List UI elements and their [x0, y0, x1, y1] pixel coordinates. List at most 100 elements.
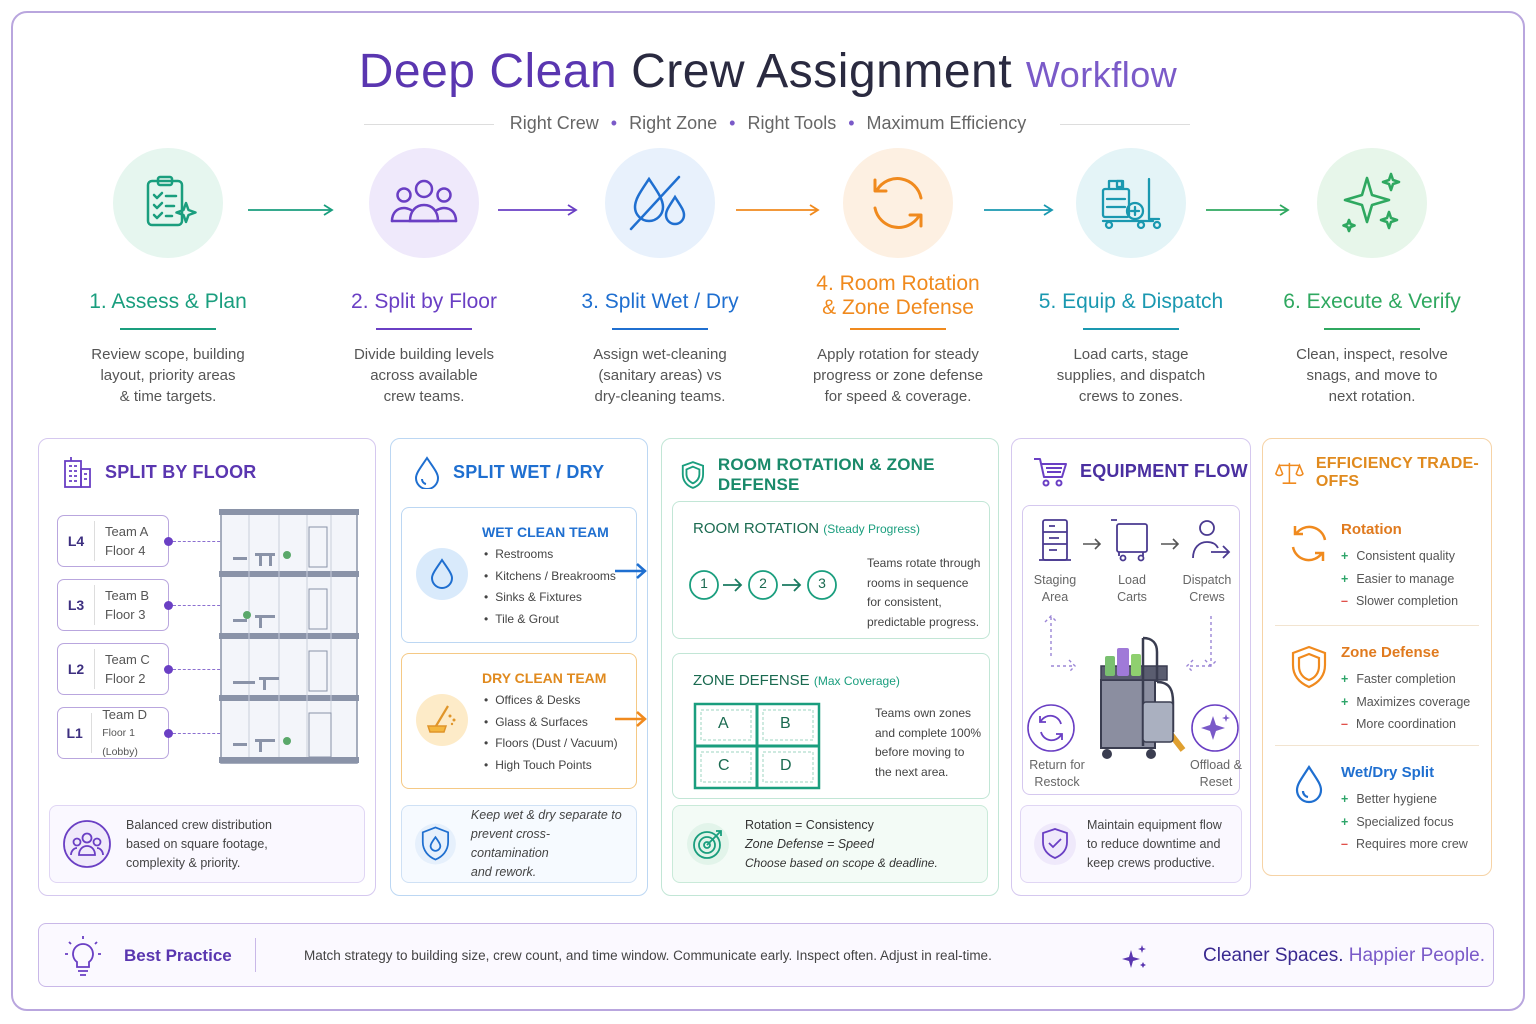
- cart-icon: [1034, 458, 1067, 487]
- floor-name: Floor 4: [105, 543, 146, 558]
- connector-line: [173, 605, 225, 606]
- tagline-item: Right Crew: [509, 113, 599, 133]
- arrow-right-icon: [615, 563, 647, 579]
- pro-item: Maximizes coverage: [1341, 691, 1470, 714]
- step-underline: [850, 328, 946, 330]
- sparkle-icon: [1122, 945, 1146, 968]
- zone-label: C: [718, 757, 730, 774]
- footer-line: to reduce downtime and: [1087, 836, 1221, 851]
- wet-team-title: WET CLEAN TEAM: [482, 524, 609, 540]
- cleaning-cart-icon: [1076, 148, 1186, 258]
- card-heading: SPLIT WET / DRY: [453, 461, 605, 482]
- step-desc: Clean, inspect, resolve snags, and move …: [1296, 346, 1448, 405]
- zone-label: D: [780, 757, 792, 774]
- room-rotation-subtitle: (Steady Progress): [823, 522, 920, 536]
- slogan-part-1: Cleaner Spaces.: [1203, 945, 1344, 966]
- crew-group-icon: [63, 820, 111, 868]
- equipment-flow-graphic: [1027, 519, 1239, 759]
- step-equip-dispatch: 5. Equip & Dispatch Load carts, stage su…: [1021, 148, 1241, 407]
- list-item: Glass & Surfaces: [484, 712, 618, 734]
- arrow-icon: [984, 202, 1056, 223]
- step-execute-verify: 6. Execute & Verify Clean, inspect, reso…: [1262, 148, 1482, 407]
- step-title: 5. Equip & Dispatch: [1038, 290, 1224, 313]
- con-item: Requires more crew: [1341, 833, 1468, 856]
- shield-icon: [1291, 645, 1327, 689]
- card-heading: EFFICIENCY TRADE-OFFS: [1315, 455, 1479, 490]
- page-title: Deep Clean Crew Assignment Workflow: [0, 44, 1536, 99]
- list-item: Sinks & Fixtures: [484, 587, 616, 609]
- step-title: 2. Split by Floor: [351, 290, 497, 313]
- footer-line: and rework.: [470, 865, 537, 879]
- step-desc: Load carts, stage supplies, and dispatch…: [1056, 346, 1206, 405]
- pro-item: Better hygiene: [1341, 788, 1468, 811]
- slogan: Cleaner Spaces. Happier People.: [1203, 945, 1485, 967]
- list-item: Kitchens / Breakrooms: [484, 566, 616, 588]
- footer-line: based on square footage,: [126, 836, 268, 851]
- zone-defense-box: ZONE DEFENSE (Max Coverage) A B C D Team…: [672, 653, 990, 799]
- floor-team: Team D: [102, 706, 148, 722]
- floor-team: Team B: [105, 588, 150, 603]
- lightbulb-icon: [65, 936, 101, 976]
- divider: [255, 938, 256, 972]
- card-heading: ROOM ROTATION & ZONE DEFENSE: [717, 455, 935, 494]
- connector-dot: [164, 537, 173, 546]
- tradeoff-rotation: Rotation Consistent qualityEasier to man…: [1275, 521, 1479, 639]
- rotation-step: 1: [700, 575, 708, 591]
- dry-team-title: DRY CLEAN TEAM: [482, 670, 607, 686]
- tradeoff-title: Rotation: [1341, 521, 1402, 538]
- connector-line: [173, 669, 225, 670]
- equipment-flow-footer: Maintain equipment flow to reduce downti…: [1020, 805, 1242, 883]
- split-wetdry-footer: Keep wet & dry separate to prevent cross…: [401, 805, 637, 883]
- shield-drop-icon: [414, 823, 456, 865]
- arrow-icon: [1206, 202, 1292, 223]
- dry-items-list: Offices & Desks Glass & Surfaces Floors …: [484, 690, 618, 776]
- rotation-zone-card: ROOM ROTATION & ZONE DEFENSE ROOM ROTATI…: [661, 438, 999, 896]
- rotation-zone-header: ROOM ROTATION & ZONE DEFENSE: [680, 455, 998, 495]
- pro-item: Faster completion: [1341, 668, 1470, 691]
- best-practice-label: Best Practice: [124, 946, 232, 965]
- target-icon: [687, 823, 729, 865]
- subtitle-rule-right: [1060, 124, 1190, 125]
- step-underline: [376, 328, 472, 330]
- water-drop-icon: [1295, 764, 1323, 804]
- step-underline: [612, 328, 708, 330]
- step-split-wet-dry: 3. Split Wet / Dry Assign wet-cleaning (…: [550, 148, 770, 407]
- arrow-icon: [736, 202, 822, 223]
- footer-line: Zone Defense = Speed: [745, 836, 874, 851]
- tradeoff-title: Zone Defense: [1341, 644, 1440, 661]
- list-item: Restrooms: [484, 544, 616, 566]
- equipment-flow-card: EQUIPMENT FLOW: [1011, 438, 1251, 896]
- step-desc: Assign wet-cleaning (sanitary areas) vs …: [593, 346, 727, 405]
- duster-icon: [416, 694, 468, 746]
- subtitle-rule-left: [364, 124, 494, 125]
- card-heading: EQUIPMENT FLOW: [1080, 460, 1248, 481]
- team-icon: [369, 148, 479, 258]
- split-wetdry-card: SPLIT WET / DRY WET CLEAN TEAM Restrooms…: [390, 438, 648, 896]
- pro-item: Specialized focus: [1341, 811, 1468, 834]
- list-item: Tile & Grout: [484, 609, 616, 631]
- step-split-floor: 2. Split by Floor Divide building levels…: [314, 148, 534, 407]
- rotation-step: 2: [759, 575, 767, 591]
- rotation-icon: [1291, 525, 1327, 562]
- water-drop-icon: [605, 148, 715, 258]
- zone-label: A: [718, 715, 729, 732]
- room-rotation-box: ROOM ROTATION (Steady Progress) 1 2 3 Te…: [672, 501, 990, 639]
- rotation-zone-footer: Rotation = Consistency Zone Defense = Sp…: [672, 805, 988, 883]
- step-assess-plan: 1. Assess & Plan Review scope, building …: [58, 148, 278, 407]
- building-illustration: [219, 509, 359, 764]
- title-part-3: Workflow: [1025, 54, 1178, 95]
- offload-reset-label: Offload &Reset: [1190, 758, 1242, 789]
- equipment-flow-header: EQUIPMENT FLOW: [1032, 455, 1248, 487]
- clipboard-icon: [113, 148, 223, 258]
- floor-team: Team C: [105, 652, 150, 667]
- divider: [1275, 625, 1479, 626]
- step-title: 6. Execute & Verify: [1283, 290, 1461, 313]
- shield-check-icon: [1034, 823, 1076, 865]
- divider: [1275, 745, 1479, 746]
- zone-defense-title: ZONE DEFENSE: [693, 672, 810, 689]
- zone-defense-subtitle: (Max Coverage): [813, 674, 900, 688]
